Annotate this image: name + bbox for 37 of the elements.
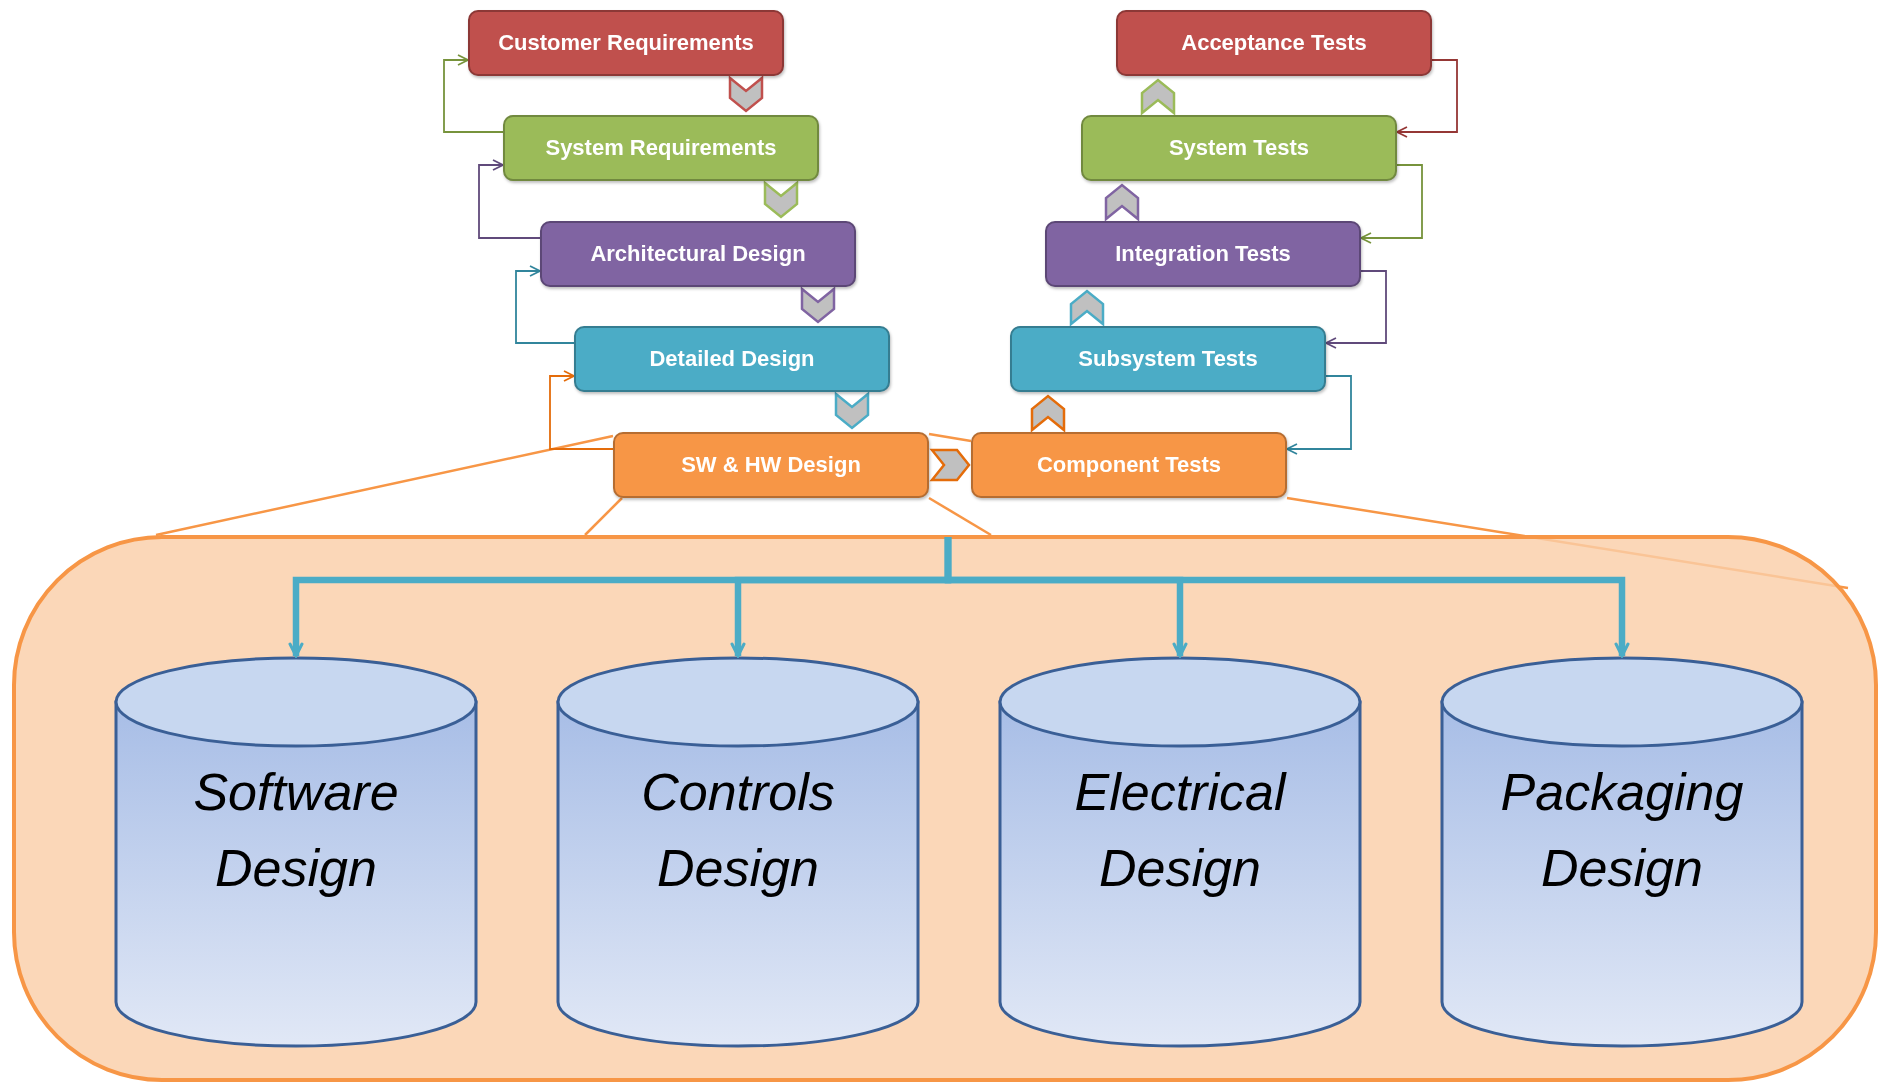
zoom-line xyxy=(928,496,992,537)
process-box: Acceptance Tests xyxy=(1116,10,1432,76)
feedback-arrow xyxy=(549,370,614,450)
process-box: Architectural Design xyxy=(540,221,856,287)
chevron-arrow xyxy=(728,75,764,113)
chevron-arrow xyxy=(1030,394,1066,433)
cylinder-label: Packaging Design xyxy=(1499,762,1745,899)
process-box: Subsystem Tests xyxy=(1010,326,1326,392)
zoom-line xyxy=(155,434,614,537)
chevron-arrow xyxy=(800,286,836,324)
chevron-arrow xyxy=(763,180,799,219)
chevron-arrow xyxy=(1069,289,1105,327)
feedback-arrow xyxy=(478,159,541,239)
chevron-arrow xyxy=(834,391,870,430)
process-box: SW & HW Design xyxy=(613,432,929,498)
process-box: System Tests xyxy=(1081,115,1397,181)
chevron-arrow xyxy=(1140,78,1176,116)
feedback-arrow xyxy=(1325,270,1387,349)
cylinder-label: Software Design xyxy=(192,762,400,899)
cylinder-label: Controls Design xyxy=(640,762,836,899)
feedback-arrow xyxy=(1396,59,1458,138)
zoom-line xyxy=(584,497,623,536)
chevron-arrow xyxy=(929,448,971,482)
process-box: Integration Tests xyxy=(1045,221,1361,287)
zoom-panel xyxy=(12,535,1878,1082)
feedback-arrow xyxy=(515,265,575,344)
feedback-arrow xyxy=(1360,164,1423,244)
process-box: System Requirements xyxy=(503,115,819,181)
cylinder-label: Electrical Design xyxy=(1073,762,1288,899)
feedback-arrow xyxy=(1286,375,1352,455)
zoom-line xyxy=(1286,496,1849,590)
zoom-line xyxy=(928,432,972,443)
process-box: Detailed Design xyxy=(574,326,890,392)
process-box: Customer Requirements xyxy=(468,10,784,76)
feedback-arrow xyxy=(443,54,504,133)
chevron-arrow xyxy=(1104,183,1140,222)
process-box: Component Tests xyxy=(971,432,1287,498)
